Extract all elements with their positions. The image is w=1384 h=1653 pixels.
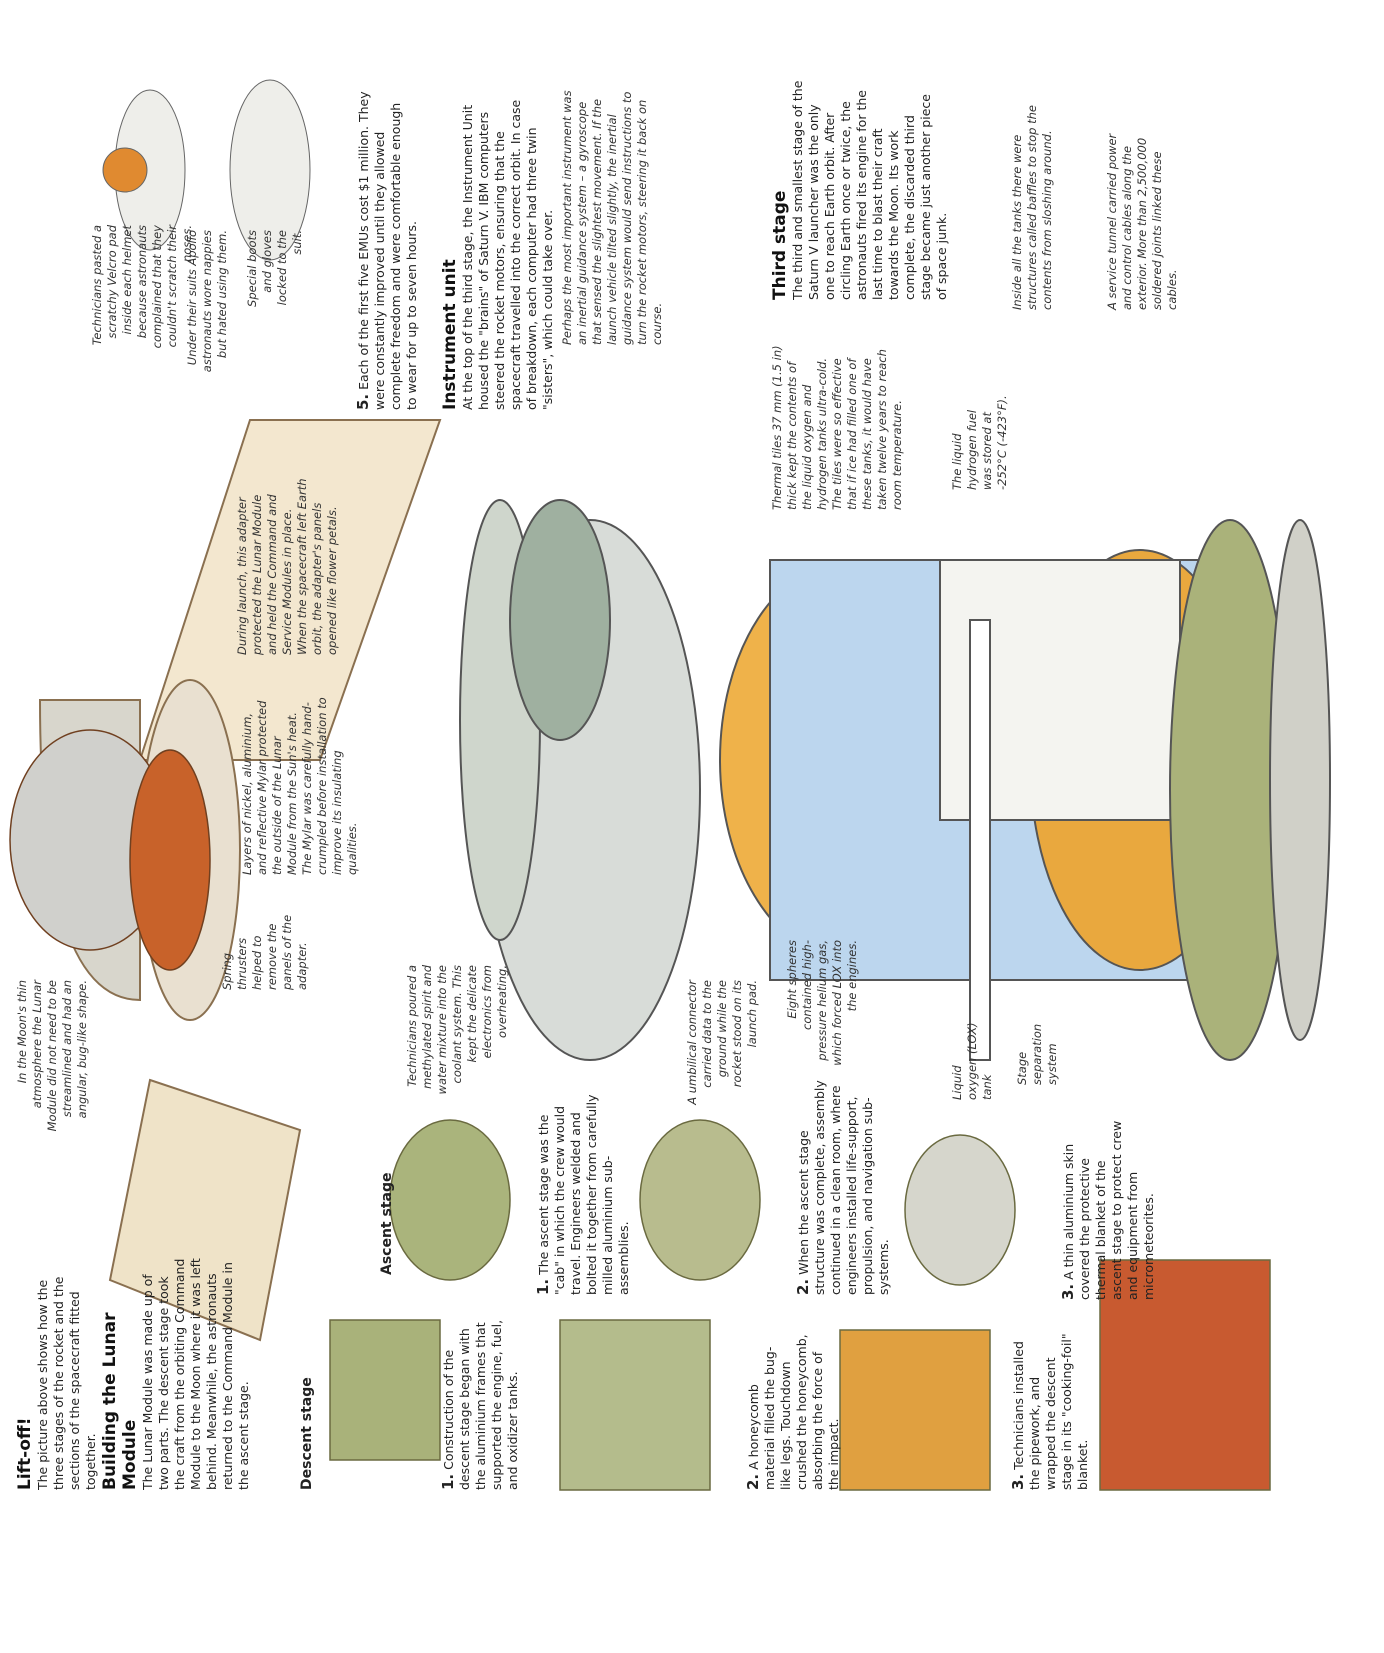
caption-thermal-tiles: Thermal tiles 37 mm (1.5 in) thick kept …: [770, 345, 904, 510]
third-body: The third and smallest stage of the Satu…: [790, 80, 949, 300]
building-heading: Building the Lunar Module: [100, 1312, 140, 1490]
step-number: 1.: [439, 1473, 457, 1490]
caption-coolant: Technicians poured a methylated spirit a…: [405, 965, 509, 1095]
instrument-unit: [459, 499, 611, 941]
ascent-stage-drawings: [389, 1119, 1016, 1286]
step-number: 1.: [534, 1278, 552, 1295]
step-text: When the ascent stage structure was comp…: [796, 1080, 891, 1295]
step-number: 5.: [354, 393, 372, 410]
caption-gyroscope: Perhaps the most important instrument wa…: [560, 90, 664, 345]
instrument-body: At the top of the third stage, the Instr…: [460, 99, 555, 410]
step-text: The ascent stage was the "cab" in which …: [536, 1094, 631, 1295]
step-number: 3.: [1059, 1283, 1077, 1300]
ascent-step-3: 3. A thin aluminium skin covered the pro…: [1059, 1115, 1157, 1300]
caption-velcro: Technicians pasted a scratchy Velcro pad…: [90, 225, 194, 349]
caption-boots: Special boots and gloves locked to the s…: [245, 230, 304, 307]
caption-hydrogen: The liquid hydrogen fuel was stored at -…: [950, 395, 1009, 490]
lunar-module-cutaway: [9, 729, 211, 971]
instrument-heading: Instrument unit: [440, 259, 460, 410]
spacesuits: [102, 79, 311, 261]
caption-spheres: Eight spheres contained high-pressure he…: [785, 940, 859, 1066]
step-text: Each of the first five EMUs cost $1 mill…: [356, 91, 419, 410]
step-number: 3.: [1009, 1473, 1027, 1490]
building-section: Building the Lunar Module The Lunar Modu…: [100, 1255, 252, 1490]
caption-adapter: During launch, this adapter protected th…: [235, 478, 339, 655]
ascent-heading: Ascent stage: [379, 1172, 395, 1275]
step-number: 2.: [794, 1278, 812, 1295]
caption-mylar: Layers of nickel, aluminium, and reflect…: [240, 697, 359, 875]
ascent-heading-wrap: Ascent stage: [378, 1155, 396, 1275]
step-text: Construction of the descent stage began …: [441, 1319, 520, 1490]
caption-service-tunnel: A service tunnel carried power and contr…: [1105, 133, 1179, 310]
step-text: A thin aluminium skin covered the protec…: [1061, 1120, 1156, 1300]
rocket-third-stage: [479, 519, 1331, 1061]
caption-spring-thrusters: Spring thrusters helped to remove the pa…: [220, 914, 309, 990]
caption-stage-separation: Stage separation system: [1015, 1023, 1059, 1085]
caption-moon-atmosphere: In the Moon's thin atmosphere the Lunar …: [15, 980, 89, 1132]
caption-umbilical: A umbilical connector carried data to th…: [685, 980, 759, 1105]
descent-heading-wrap: Descent stage: [298, 1310, 316, 1490]
liftoff-heading: Lift-off!: [15, 1417, 35, 1490]
emu-note: 5. Each of the first five EMUs cost $1 m…: [354, 90, 420, 410]
third-stage-section: Third stage The third and smallest stage…: [770, 80, 950, 300]
step-text: Technicians installed the pipework, and …: [1011, 1333, 1090, 1490]
step-text: A honeycomb material filled the bug-like…: [746, 1334, 841, 1490]
ascent-step-2: 2. When the ascent stage structure was c…: [794, 1075, 892, 1295]
descent-step-2: 2. A honeycomb material filled the bug-l…: [744, 1330, 842, 1490]
instrument-section: Instrument unit At the top of the third …: [440, 85, 556, 410]
caption-baffles: Inside all the tanks there were structur…: [1010, 104, 1054, 310]
third-heading: Third stage: [770, 190, 790, 300]
descent-step-1: 1. Construction of the descent stage beg…: [439, 1315, 521, 1490]
caption-nappies: Under their suits Apollo astronauts wore…: [185, 230, 229, 373]
descent-step-3: 3. Technicians installed the pipework, a…: [1009, 1330, 1091, 1490]
step-number: 2.: [744, 1473, 762, 1490]
descent-heading: Descent stage: [299, 1377, 315, 1490]
building-body: The Lunar Module was made up of two part…: [140, 1258, 251, 1490]
ascent-step-1: 1. The ascent stage was the "cab" in whi…: [534, 1090, 632, 1295]
caption-lox-tank: Liquid oxygen (LOX) tank: [950, 1022, 994, 1100]
liftoff-section: Lift-off! The picture above shows how th…: [15, 1255, 99, 1490]
descent-stage-drawings: [329, 1259, 1271, 1491]
liftoff-body: The picture above shows how the three st…: [35, 1276, 98, 1490]
